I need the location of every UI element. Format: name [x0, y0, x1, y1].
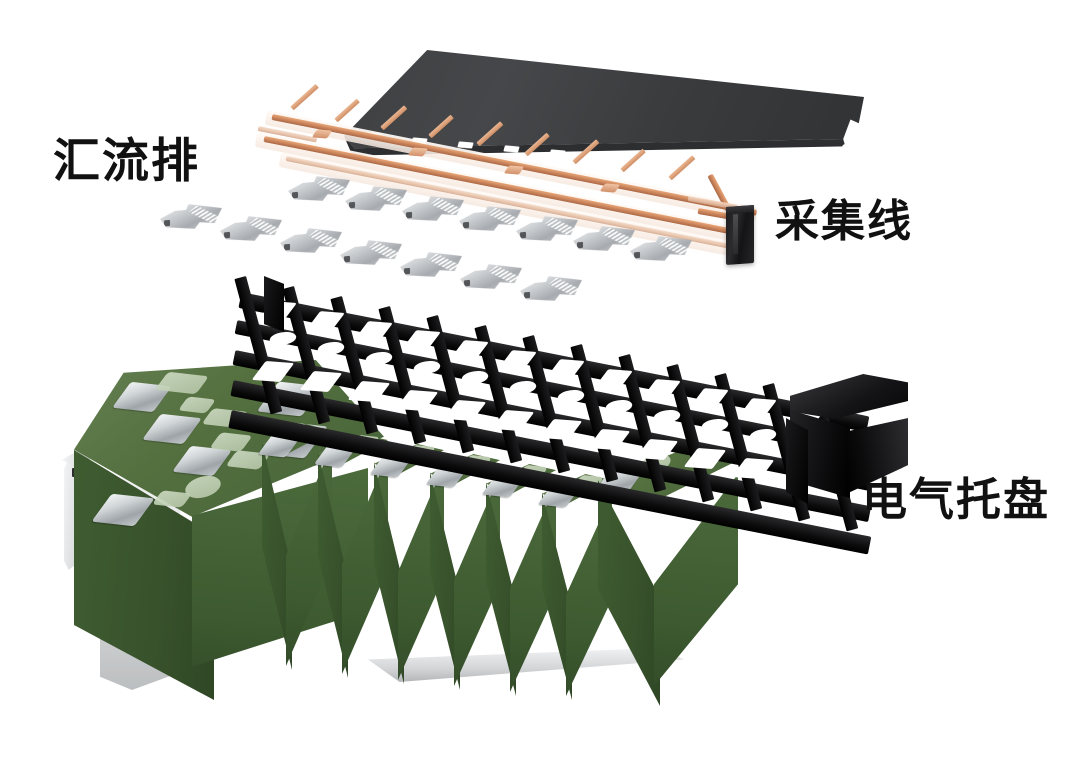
label-electrical-tray: 电气托盘: [862, 473, 1051, 526]
label-busbar: 汇流排: [53, 134, 200, 189]
cover-hole: [842, 144, 849, 151]
cell-front-face: [598, 480, 660, 706]
cover-hole: [790, 168, 797, 175]
tray-leg: [264, 276, 284, 332]
tray-leg: [786, 418, 808, 504]
label-sense-wire: 采集线: [775, 196, 913, 247]
battery-cell: [74, 360, 384, 700]
